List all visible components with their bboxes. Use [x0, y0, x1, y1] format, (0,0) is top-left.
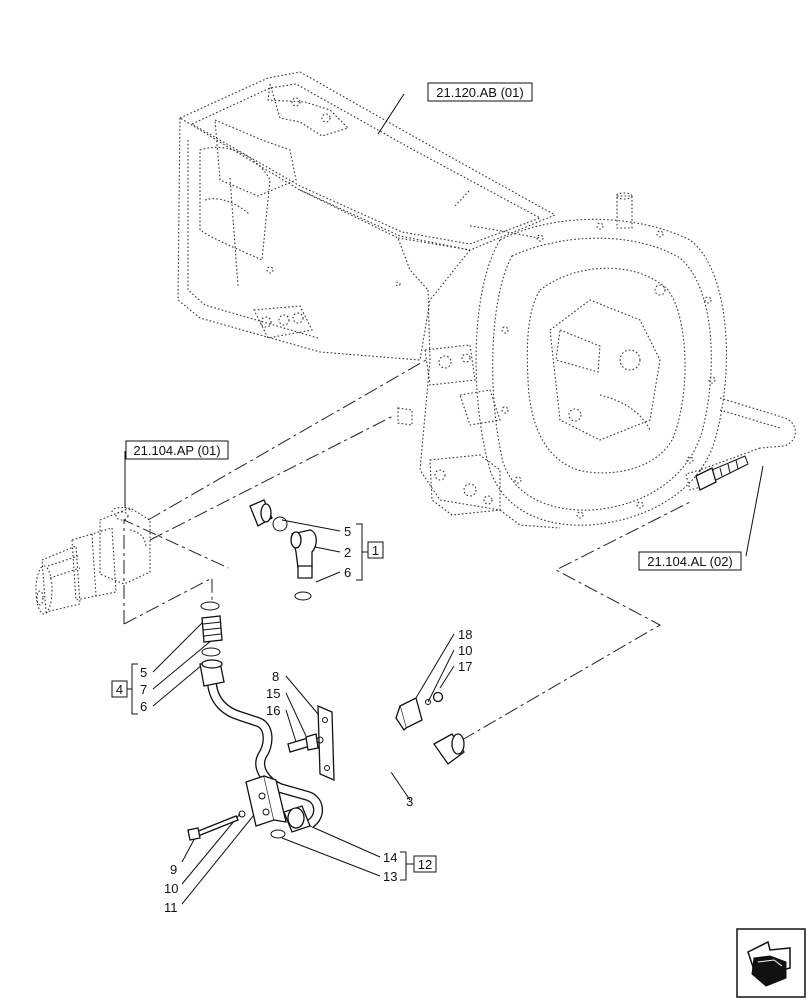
- group-brackets: [126, 523, 414, 881]
- pipe-clamp-bracket: [287, 705, 335, 781]
- callout-numbers: 5 2 6 5 7 6 8 15 16 18 10 17 3 9 10 11 1…: [140, 524, 472, 915]
- group-box-4: 4: [111, 680, 128, 698]
- callout-6-lower: 6: [140, 699, 147, 714]
- hydraulic-pump: [35, 506, 151, 615]
- callout-3: 3: [406, 794, 413, 809]
- callout-8: 8: [272, 669, 279, 684]
- group-4-label: 4: [116, 682, 123, 697]
- group-1-label: 1: [372, 543, 379, 558]
- flange-bolt-holes: [501, 222, 716, 519]
- hydraulic-pipes: [207, 499, 465, 829]
- callout-14: 14: [383, 850, 397, 865]
- callout-9: 9: [170, 862, 177, 877]
- callout-6: 6: [344, 565, 351, 580]
- straight-fitting-left: [199, 601, 225, 687]
- lower-clamp-block: [187, 775, 287, 841]
- right-clip: [395, 691, 444, 732]
- group-box-1: 1: [367, 541, 384, 559]
- callout-18: 18: [458, 627, 472, 642]
- callout-2: 2: [344, 545, 351, 560]
- callout-15: 15: [266, 686, 280, 701]
- callout-17: 17: [458, 659, 472, 674]
- callout-5: 5: [344, 524, 351, 539]
- callout-7: 7: [140, 682, 147, 697]
- ref-box-line[interactable]: 21.104.AL (02): [638, 551, 742, 571]
- bottom-fitting: [270, 805, 311, 839]
- transmission-end-fitting: [695, 455, 749, 491]
- callout-10: 10: [458, 643, 472, 658]
- callout-5-lower: 5: [140, 665, 147, 680]
- group-box-12: 12: [413, 855, 437, 873]
- ref-box-transmission[interactable]: 21.120.AB (01): [427, 82, 533, 102]
- leader-lines: [124, 93, 764, 905]
- elbow-fitting: [272, 516, 317, 601]
- ref-transmission-label: 21.120.AB (01): [436, 85, 523, 100]
- centerlines: [123, 359, 691, 741]
- callout-11: 11: [164, 900, 178, 915]
- callout-10-lower: 10: [164, 881, 178, 896]
- callout-16: 16: [266, 703, 280, 718]
- ref-line-label: 21.104.AL (02): [647, 554, 733, 569]
- group-12-label: 12: [418, 857, 432, 872]
- callout-13: 13: [383, 869, 397, 884]
- transmission-housing: [177, 71, 796, 529]
- ref-box-pump[interactable]: 21.104.AP (01): [125, 440, 229, 460]
- ref-pump-label: 21.104.AP (01): [133, 443, 220, 458]
- next-page-arrow-icon[interactable]: [736, 928, 806, 998]
